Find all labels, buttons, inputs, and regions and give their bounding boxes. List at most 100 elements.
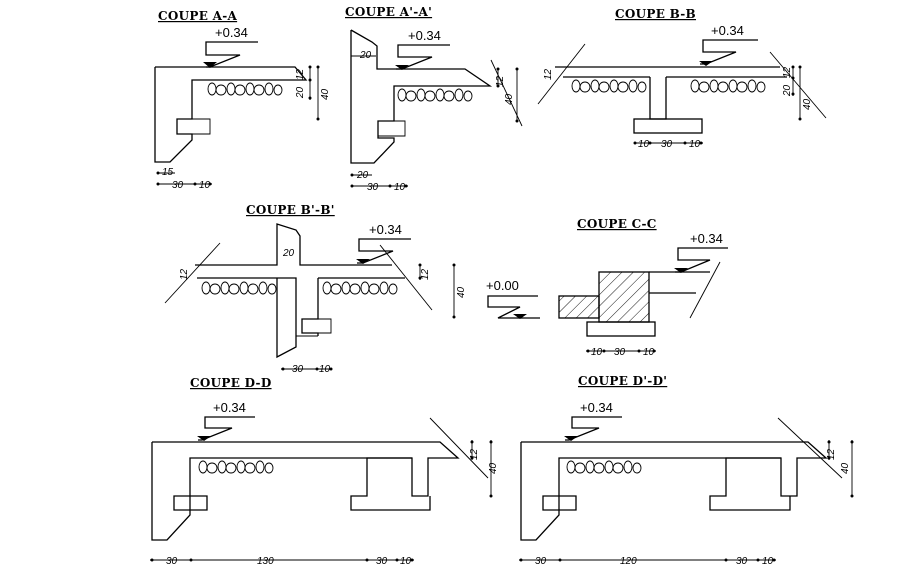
dim-h1: 12 xyxy=(826,448,837,460)
slab-outline xyxy=(164,223,433,359)
dim-v: 40 xyxy=(802,98,813,110)
level-marker xyxy=(203,41,258,68)
dim-h1: 12 xyxy=(495,75,506,87)
gravel-fill-left xyxy=(201,281,277,295)
section-c-c: COUPE C-C +0.34 +0.00 10 30 10 xyxy=(486,217,728,358)
level-label: +0.34 xyxy=(711,23,744,38)
section-title: COUPE B-B xyxy=(615,7,696,21)
dim-b2: 30 xyxy=(172,180,184,191)
dim-b4: 10 xyxy=(400,556,412,567)
gravel-fill-left xyxy=(571,79,647,93)
slab-outline xyxy=(537,43,827,134)
hatched-step xyxy=(558,295,600,319)
section-title: COUPE A'-A' xyxy=(345,5,432,19)
dim-h1: 12 xyxy=(295,68,306,80)
gravel-fill-right xyxy=(322,281,398,295)
gravel-fill-right xyxy=(690,79,766,93)
dim-vertical: 12 20 40 xyxy=(782,65,813,121)
slab-outline xyxy=(151,417,489,541)
slab-outline xyxy=(520,417,843,541)
dim-v: 40 xyxy=(840,462,851,474)
dim-bottom: 15 30 10 xyxy=(156,167,212,191)
dim-b1: 15 xyxy=(162,167,174,178)
slab-outline xyxy=(350,29,493,164)
dim-b4: 10 xyxy=(762,556,774,567)
dim-h2: 20 xyxy=(782,84,793,97)
level-label: +0.34 xyxy=(213,400,246,415)
dim-b1: 10 xyxy=(591,347,603,358)
gravel-fill xyxy=(207,82,283,96)
dim-bottom: 30 120 30 10 xyxy=(519,556,776,567)
section-title: COUPE A-A xyxy=(158,9,238,23)
slab-outline xyxy=(558,261,721,337)
dim-vertical: 12 40 xyxy=(418,263,467,319)
level-label: +0.34 xyxy=(369,222,402,237)
dim-b3: 10 xyxy=(394,182,406,193)
dim-vertical: 12 40 xyxy=(469,440,499,498)
dim-v: 40 xyxy=(456,286,467,298)
dim-b3: 30 xyxy=(736,556,748,567)
level-label: +0.34 xyxy=(408,28,441,43)
dim-b1: 10 xyxy=(638,139,650,150)
dim-b1: 20 xyxy=(356,170,369,181)
section-b-prime-b-prime: COUPE B'-B' +0.34 20 12 12 40 xyxy=(164,203,467,375)
dim-bottom: 10 30 10 xyxy=(633,139,703,150)
level-marker xyxy=(699,39,758,66)
dim-h1: 12 xyxy=(469,448,480,460)
section-title: COUPE D'-D' xyxy=(578,374,667,388)
dim-v: 40 xyxy=(504,93,515,105)
dim-bottom: 20 30 10 xyxy=(350,170,408,193)
dim-bottom: 30 130 30 10 xyxy=(150,556,414,567)
dim-h1: 12 xyxy=(420,268,431,280)
dim-vertical: 12 40 xyxy=(490,59,523,127)
hatched-beam xyxy=(598,271,650,323)
section-b-b: COUPE B-B +0.34 12 12 20 40 xyxy=(537,7,827,150)
section-a-prime-a-prime: COUPE A'-A' +0.34 20 12 40 20 xyxy=(345,5,523,193)
dim-b2: 120 xyxy=(620,556,637,567)
dim-b3: 30 xyxy=(376,556,388,567)
dim-h2: 20 xyxy=(295,86,306,99)
level-marker xyxy=(197,416,255,441)
dim-b2: 30 xyxy=(367,182,379,193)
dim-vertical: 12 40 xyxy=(826,440,854,498)
dim-w: 20 xyxy=(282,248,295,259)
section-title: COUPE D-D xyxy=(190,376,272,390)
section-d-prime-d-prime: COUPE D'-D' +0.34 12 40 30 120 30 10 xyxy=(519,374,854,567)
dim-b3: 10 xyxy=(199,180,211,191)
dim-bottom: 10 30 10 xyxy=(586,347,656,358)
dim-bottom: 30 10 xyxy=(281,364,333,375)
level-label: +0.34 xyxy=(215,25,248,40)
dim-b2: 30 xyxy=(292,364,304,375)
dim-b2: 30 xyxy=(614,347,626,358)
level-label: +0.34 xyxy=(690,231,723,246)
gravel-fill xyxy=(198,460,274,474)
dim-b2: 30 xyxy=(661,139,673,150)
level-marker-2 xyxy=(487,295,540,319)
slab-outline xyxy=(154,66,308,163)
dim-b3: 10 xyxy=(319,364,331,375)
dim-h1: 12 xyxy=(782,66,793,78)
gravel-fill xyxy=(566,460,642,474)
dim-b3: 10 xyxy=(643,347,655,358)
level-marker xyxy=(395,44,450,70)
dim-b1: 30 xyxy=(535,556,547,567)
section-d-d: COUPE D-D +0.34 12 40 30 130 30 10 xyxy=(150,376,499,567)
gravel-fill xyxy=(397,88,473,102)
dim-b2: 130 xyxy=(257,556,274,567)
section-title: COUPE B'-B' xyxy=(246,203,335,217)
section-a-a: COUPE A-A +0.34 12 20 40 15 30 10 xyxy=(154,9,331,191)
dim-w: 20 xyxy=(359,50,372,61)
level-marker xyxy=(356,238,411,264)
dim-l: 12 xyxy=(543,68,554,80)
dim-l: 12 xyxy=(179,268,190,280)
level-label: +0.34 xyxy=(580,400,613,415)
dim-v: 40 xyxy=(488,462,499,474)
dim-b3: 10 xyxy=(689,139,701,150)
level-marker xyxy=(564,416,622,441)
dim-v: 40 xyxy=(320,88,331,100)
dim-b1: 30 xyxy=(166,556,178,567)
dim-vertical: 12 20 40 xyxy=(295,65,331,121)
level-marker xyxy=(674,247,728,273)
